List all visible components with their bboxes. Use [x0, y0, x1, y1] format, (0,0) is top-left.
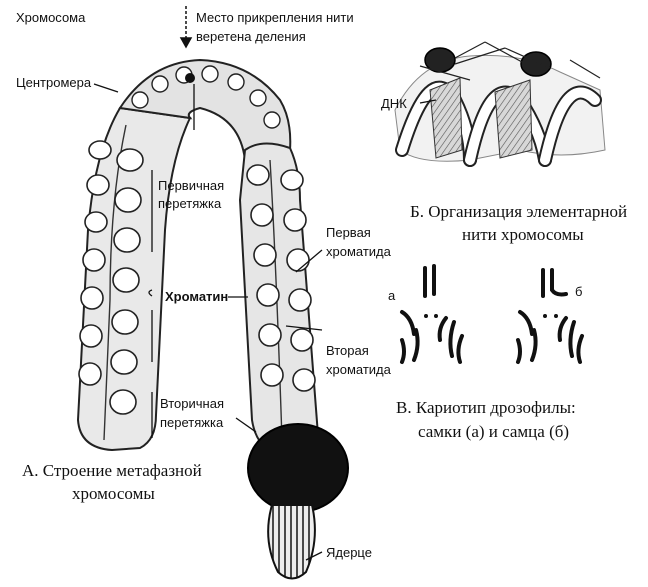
label-nucleolus: Ядерце: [326, 545, 372, 560]
caption-a-line1: А. Строение метафазной: [22, 461, 202, 480]
label-primary-constriction-line2: перетяжка: [158, 196, 222, 211]
karyotype-male: [516, 268, 584, 364]
label-second-chromatid-line2: хроматида: [326, 362, 392, 377]
centromere-mark: [185, 73, 195, 83]
label-secondary-constriction-line2: перетяжка: [160, 415, 224, 430]
caption-b-line2: нити хромосомы: [462, 225, 584, 244]
label-secondary-constriction-line1: Вторичная: [160, 396, 224, 411]
label-attachment-line1: Место прикрепления нити: [196, 10, 354, 25]
nucleolus: [247, 423, 349, 513]
chromosome-drawing: [76, 58, 349, 580]
label-karyotype-a: а: [388, 288, 396, 303]
label-chromosome: Хромосома: [16, 10, 86, 25]
label-chromatin: Хроматин: [165, 289, 228, 304]
leader-lines-a: [93, 83, 323, 561]
label-centromere: Центромера: [16, 75, 92, 90]
label-dna: ДНК: [381, 96, 407, 111]
satellite: [267, 504, 316, 580]
label-first-chromatid-line2: хроматида: [326, 244, 392, 259]
label-primary-constriction-line1: Первичная: [158, 178, 224, 193]
caption-c-line2: самки (а) и самца (б): [418, 422, 569, 441]
caption-c-line1: В. Кариотип дрозофилы:: [396, 398, 576, 417]
label-second-chromatid-line1: Вторая: [326, 343, 369, 358]
label-attachment-line2: веретена деления: [196, 29, 306, 44]
caption-a-line2: хромосомы: [72, 484, 155, 503]
karyotype-female: [400, 264, 464, 364]
caption-b-line1: Б. Организация элементарной: [410, 202, 627, 221]
attachment-arrow: [179, 6, 193, 49]
label-karyotype-b: б: [575, 284, 582, 299]
dna-drawing: [394, 41, 606, 167]
label-first-chromatid-line1: Первая: [326, 225, 371, 240]
